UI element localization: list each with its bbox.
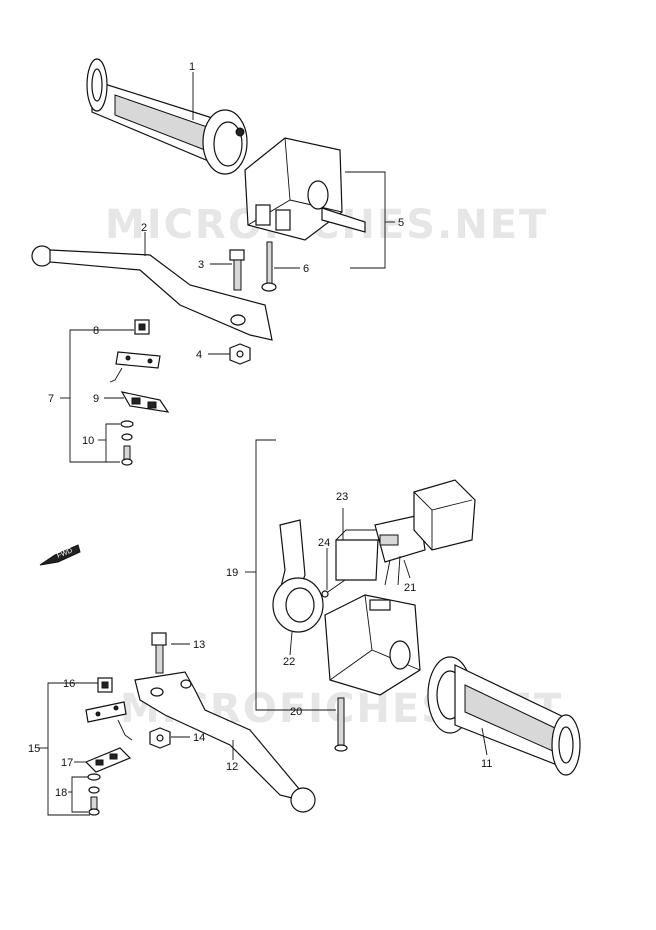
part-10-screw-set <box>120 420 134 466</box>
callout-2: 2 <box>141 222 147 234</box>
callout-22: 22 <box>283 656 295 668</box>
part-18-screw-set <box>87 773 101 816</box>
fwd-arrow-icon: FWD <box>39 544 81 566</box>
part-1-left-grip <box>86 58 248 175</box>
part-23-switch-base <box>335 529 387 581</box>
part-switch-plate-right <box>85 701 133 741</box>
callout-17: 17 <box>61 757 73 769</box>
callout-16: 16 <box>63 678 75 690</box>
callout-20: 20 <box>290 706 302 718</box>
part-8-switch-body <box>134 319 150 335</box>
part-switch-plate <box>109 351 161 383</box>
callout-9: 9 <box>93 393 99 405</box>
callout-23: 23 <box>336 491 348 503</box>
part-4-nut <box>229 343 251 365</box>
part-6-screw <box>261 241 277 292</box>
part-13-bolt <box>151 632 167 674</box>
part-14-nut <box>149 727 171 749</box>
callout-18: 18 <box>55 787 67 799</box>
part-3-bolt <box>229 249 245 291</box>
callout-8: 8 <box>93 325 99 337</box>
callout-12: 12 <box>226 761 238 773</box>
part-2-clutch-lever <box>31 245 273 341</box>
leader-lines <box>38 72 488 816</box>
part-11-right-grip <box>427 656 581 776</box>
callout-11: 11 <box>481 758 492 770</box>
part-24-screw <box>321 579 346 598</box>
callout-4: 4 <box>196 349 202 361</box>
callout-1: 1 <box>189 61 195 73</box>
part-22-throttle-pulley <box>272 519 324 633</box>
callout-24: 24 <box>318 537 330 549</box>
part-21-switch-assembly <box>374 514 426 586</box>
callout-10: 10 <box>82 435 94 447</box>
part-switch-cover <box>413 479 476 551</box>
part-5-left-switch-housing <box>244 137 366 241</box>
callout-19: 19 <box>226 567 238 579</box>
callout-13: 13 <box>193 639 205 651</box>
callout-15: 15 <box>28 743 40 755</box>
part-20-screw <box>334 697 348 752</box>
part-16-switch-body <box>97 677 113 693</box>
part-12-brake-lever <box>134 671 316 813</box>
callout-3: 3 <box>198 259 204 271</box>
part-9-switch-bracket <box>120 391 170 413</box>
callout-7: 7 <box>48 393 54 405</box>
callout-labels: 1 2 3 4 5 6 7 8 9 10 11 12 13 14 15 16 1… <box>28 61 492 799</box>
part-17-switch-bracket <box>84 747 132 773</box>
callout-6: 6 <box>303 263 309 275</box>
callout-21: 21 <box>404 582 416 594</box>
callout-14: 14 <box>193 732 205 744</box>
part-right-switch-housing <box>324 594 421 696</box>
callout-5: 5 <box>398 217 404 229</box>
